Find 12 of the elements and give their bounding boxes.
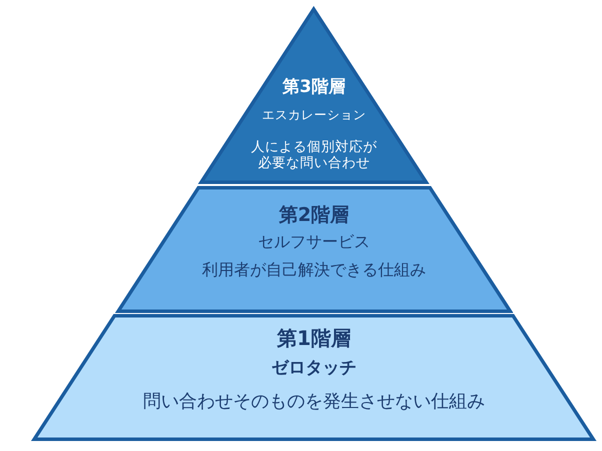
tier-subtitle: エスカレーション: [262, 107, 366, 123]
tier-description: 利用者が自己解決できる仕組み: [202, 260, 426, 280]
tier-title: 第1階層: [277, 326, 351, 350]
pyramid-top-triangle: [198, 6, 430, 184]
pyramid-band: [114, 186, 514, 312]
tier-subtitle: セルフサービス: [258, 232, 370, 252]
pyramid-band: [31, 314, 597, 441]
tier-description: 問い合わせそのものを発生させない仕組み: [143, 391, 485, 413]
tier-subtitle: ゼロタッチ: [272, 358, 356, 379]
tier-title: 第3階層: [282, 76, 346, 98]
tier-description: 人による個別対応が必要な問い合わせ: [250, 138, 378, 172]
tier-title: 第2階層: [278, 204, 350, 226]
